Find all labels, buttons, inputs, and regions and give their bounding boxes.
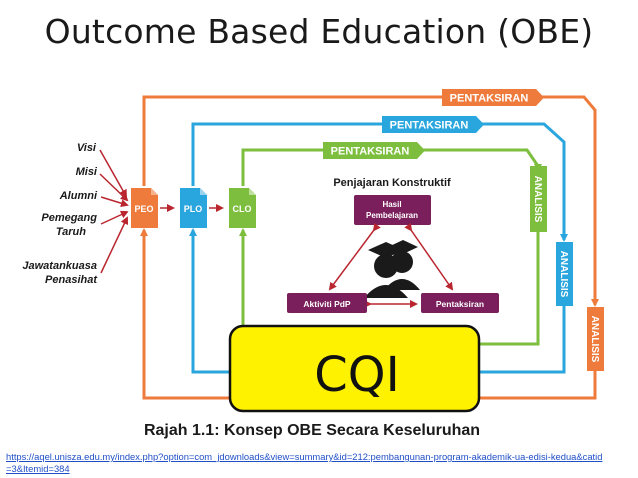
outer-analysis-tag: ANALISIS — [587, 307, 604, 371]
svg-text:PENTAKSIRAN: PENTAKSIRAN — [331, 146, 410, 158]
input-advisory-line2: Penasihat — [45, 274, 98, 286]
input-alumni: Alumni — [59, 190, 98, 202]
outer-assessment-tag: PENTAKSIRAN — [442, 89, 544, 106]
figure-caption: Rajah 1.1: Konsep OBE Secara Keseluruhan — [144, 422, 480, 439]
svg-text:Pembelajaran: Pembelajaran — [366, 211, 418, 220]
page-title: Outcome Based Education (OBE) — [44, 12, 594, 51]
source-link[interactable]: https://aqel.unisza.edu.my/index.php?opt… — [6, 451, 603, 474]
plo-box: PLO — [180, 188, 207, 228]
input-advisory-line1: Jawatankuasa — [22, 260, 97, 272]
svg-text:PEO: PEO — [134, 204, 153, 214]
svg-text:ANALISIS: ANALISIS — [558, 251, 569, 298]
input-stakeholder-line1: Pemegang — [41, 212, 97, 224]
input-arrows — [99, 149, 129, 274]
svg-text:PLO: PLO — [184, 204, 203, 214]
inner-analysis-tag: ANALISIS — [530, 166, 547, 232]
constructive-heading: Penjajaran Konstruktif — [333, 177, 451, 189]
inner-assessment-tag: PENTAKSIRAN — [323, 142, 425, 159]
svg-text:ANALISIS: ANALISIS — [589, 316, 600, 363]
stakeholder-inputs: Visi Misi Alumni Pemegang Taruh Jawatank… — [22, 142, 98, 286]
svg-text:ANALISIS: ANALISIS — [532, 176, 543, 223]
students-icon — [364, 240, 420, 298]
svg-text:Hasil: Hasil — [382, 200, 401, 209]
cqi-box: CQI — [228, 324, 481, 413]
svg-text:CLO: CLO — [233, 204, 252, 214]
clo-box: CLO — [229, 188, 256, 228]
input-stakeholder-line2: Taruh — [56, 226, 86, 238]
assessment-box: Pentaksiran — [421, 293, 499, 313]
middle-assessment-tag: PENTAKSIRAN — [382, 116, 484, 133]
svg-text:CQI: CQI — [314, 347, 399, 403]
learning-outcome-box: Hasil Pembelajaran — [354, 195, 431, 225]
peo-box: PEO — [131, 188, 158, 228]
activity-box: Aktiviti PdP — [287, 293, 367, 313]
alignment-arrows — [328, 222, 454, 308]
middle-analysis-tag: ANALISIS — [556, 242, 573, 306]
input-visi: Visi — [77, 142, 97, 154]
svg-text:Aktiviti PdP: Aktiviti PdP — [303, 299, 351, 309]
svg-text:PENTAKSIRAN: PENTAKSIRAN — [450, 93, 529, 105]
svg-text:Pentaksiran: Pentaksiran — [436, 299, 484, 309]
svg-text:PENTAKSIRAN: PENTAKSIRAN — [390, 120, 469, 132]
input-misi: Misi — [76, 166, 98, 178]
